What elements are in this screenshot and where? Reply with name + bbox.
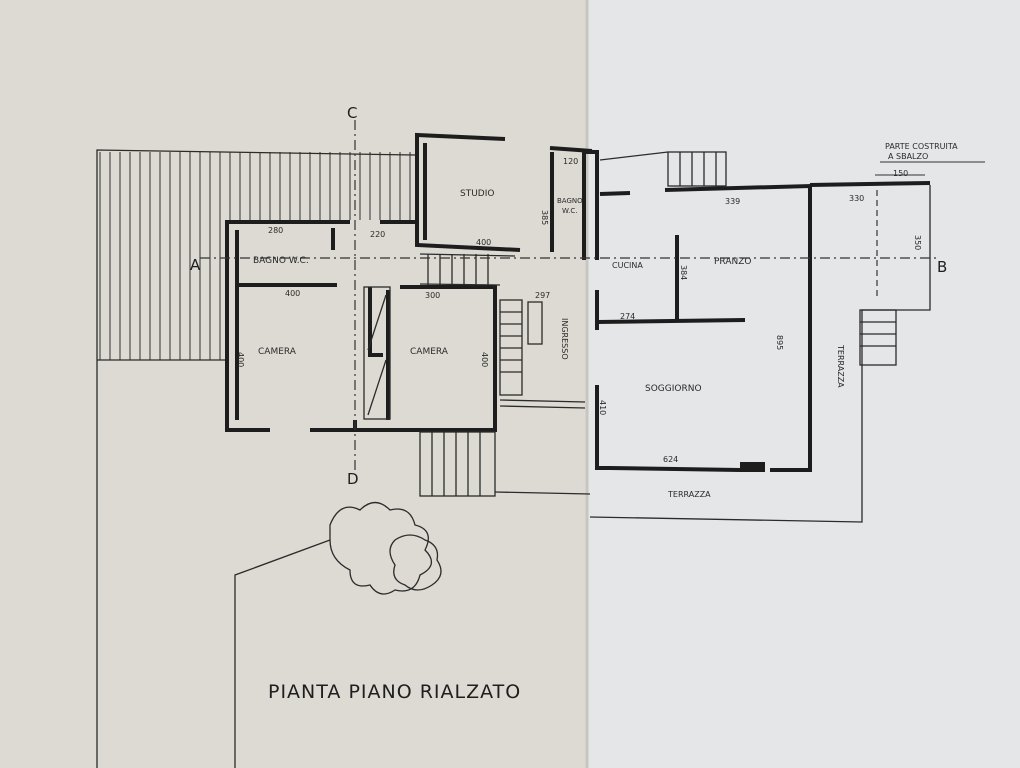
right-page <box>587 0 1020 768</box>
dim-274: 274 <box>620 312 635 321</box>
dim-400-camera-right: 400 <box>480 352 489 367</box>
note-line-2: A SBALZO <box>888 152 928 161</box>
dim-410: 410 <box>598 400 607 415</box>
section-mark-b: B <box>937 258 947 276</box>
wardrobe <box>363 286 391 420</box>
note-line-1: PARTE COSTRUITA <box>885 142 958 151</box>
drawing-title: PIANTA PIANO RIALZATO <box>268 681 521 703</box>
terrace-right <box>589 185 931 523</box>
room-label-bagno-wc: BAGNO W.C. <box>253 256 309 266</box>
stairs-top-right <box>599 151 727 187</box>
left-page <box>0 0 587 768</box>
stairs-ingresso <box>499 299 586 409</box>
dim-150: 150 <box>893 169 908 178</box>
room-label-wc-upper: W.C. <box>562 207 577 215</box>
room-label-cucina: CUCINA <box>612 261 643 270</box>
stairs-upper-left <box>419 253 516 286</box>
dim-400-bagno: 400 <box>285 289 300 298</box>
dim-400-camera-left: 400 <box>236 352 245 367</box>
section-lines <box>200 120 985 470</box>
terrace-outline <box>96 149 416 768</box>
dim-297: 297 <box>535 291 550 300</box>
dim-280: 280 <box>268 226 283 235</box>
room-label-terrazza-side: TERRAZZA <box>836 344 845 388</box>
dim-120: 120 <box>563 157 578 166</box>
dim-384: 384 <box>679 265 688 280</box>
dim-220: 220 <box>370 230 385 239</box>
living-walls <box>585 150 931 472</box>
dim-330: 330 <box>849 194 864 203</box>
fireplace <box>740 462 765 472</box>
room-label-ingresso: INGRESSO <box>560 318 569 360</box>
room-label-camera-left: CAMERA <box>258 347 297 357</box>
room-label-pranzo: PRANZO <box>714 257 751 267</box>
section-mark-d: D <box>347 470 359 488</box>
room-label-soggiorno: SOGGIORNO <box>645 384 702 394</box>
dim-624: 624 <box>663 455 678 464</box>
room-label-bagno-upper: BAGNO <box>557 197 583 205</box>
room-label-terrazza-bottom: TERRAZZA <box>667 490 711 499</box>
dim-400-studio: 400 <box>476 238 491 247</box>
tree-sketch <box>329 501 442 595</box>
dim-895: 895 <box>775 335 784 350</box>
room-label-studio: STUDIO <box>460 189 494 199</box>
section-mark-a: A <box>190 256 201 274</box>
dim-339: 339 <box>725 197 740 206</box>
hatched-terrace <box>99 152 411 360</box>
dim-350: 350 <box>913 235 922 250</box>
stairs-bottom <box>419 431 591 497</box>
section-mark-c: C <box>347 104 357 122</box>
room-label-camera-right: CAMERA <box>410 347 449 357</box>
dim-300: 300 <box>425 291 440 300</box>
dim-385-studio: 385 <box>540 210 549 225</box>
